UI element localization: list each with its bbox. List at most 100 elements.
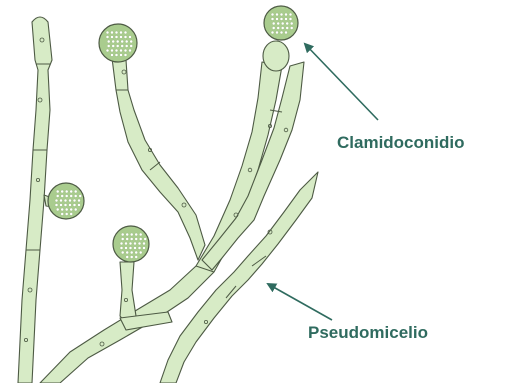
granule bbox=[286, 27, 289, 30]
granule bbox=[271, 18, 274, 21]
granule bbox=[290, 22, 293, 25]
granule bbox=[124, 36, 127, 39]
granule bbox=[65, 208, 68, 211]
granule bbox=[65, 195, 68, 198]
granule bbox=[139, 233, 142, 236]
granule bbox=[121, 45, 124, 48]
granule bbox=[64, 204, 67, 207]
granule bbox=[73, 199, 76, 202]
granule bbox=[134, 247, 137, 250]
granule bbox=[285, 31, 288, 34]
granule bbox=[107, 45, 110, 48]
granule bbox=[112, 45, 115, 48]
granule bbox=[277, 22, 280, 25]
granule bbox=[112, 40, 115, 43]
granule bbox=[115, 54, 118, 57]
granule bbox=[106, 31, 109, 34]
granule bbox=[289, 13, 292, 16]
granule bbox=[271, 13, 274, 16]
granule bbox=[124, 54, 127, 57]
granule bbox=[126, 238, 129, 241]
granule bbox=[130, 256, 133, 259]
granule bbox=[61, 208, 64, 211]
granule bbox=[60, 199, 63, 202]
granule bbox=[125, 247, 128, 250]
label-chlamydoconidium: Clamidoconidio bbox=[337, 133, 465, 153]
arrow-pseudomycelium bbox=[268, 284, 332, 320]
granule bbox=[143, 242, 146, 245]
granule bbox=[78, 204, 81, 207]
granule bbox=[78, 199, 81, 202]
granule bbox=[135, 238, 138, 241]
granule bbox=[60, 204, 63, 207]
granule bbox=[121, 233, 124, 236]
granule bbox=[281, 22, 284, 25]
granule bbox=[65, 190, 68, 193]
granule bbox=[135, 251, 138, 254]
granule bbox=[74, 208, 77, 211]
granule bbox=[56, 190, 59, 193]
granule bbox=[139, 238, 142, 241]
granule bbox=[126, 251, 129, 254]
granule bbox=[126, 233, 129, 236]
granule bbox=[120, 36, 123, 39]
granule bbox=[130, 40, 133, 43]
granule bbox=[56, 195, 59, 198]
granule bbox=[129, 242, 132, 245]
granule bbox=[276, 13, 279, 16]
granule bbox=[121, 238, 124, 241]
granule bbox=[144, 238, 147, 241]
granule bbox=[126, 256, 129, 259]
granule bbox=[138, 242, 141, 245]
granule bbox=[56, 208, 59, 211]
granule bbox=[139, 251, 142, 254]
granule bbox=[272, 22, 275, 25]
granule bbox=[280, 31, 283, 34]
granule bbox=[289, 18, 292, 21]
granule bbox=[74, 190, 77, 193]
granule bbox=[285, 18, 288, 21]
granule bbox=[107, 40, 110, 43]
granule bbox=[271, 31, 274, 34]
granule bbox=[111, 49, 114, 52]
granule bbox=[61, 213, 64, 216]
granule bbox=[125, 40, 128, 43]
granule bbox=[111, 54, 114, 57]
granule bbox=[135, 233, 138, 236]
granule bbox=[129, 36, 132, 39]
granule bbox=[277, 27, 280, 30]
granule bbox=[280, 13, 283, 16]
granule bbox=[143, 247, 146, 250]
arrow-chlamydoconidium bbox=[305, 44, 378, 120]
granule bbox=[281, 27, 284, 30]
granule bbox=[135, 256, 138, 259]
granule bbox=[134, 242, 137, 245]
granule bbox=[70, 190, 73, 193]
granule bbox=[55, 204, 58, 207]
granule bbox=[129, 247, 132, 250]
granule bbox=[61, 195, 64, 198]
granule bbox=[120, 242, 123, 245]
granule bbox=[65, 213, 68, 216]
spore-bud bbox=[263, 41, 289, 71]
granule bbox=[129, 49, 132, 52]
granule bbox=[286, 22, 289, 25]
granule bbox=[120, 54, 123, 57]
granule bbox=[130, 233, 133, 236]
granule bbox=[120, 31, 123, 34]
granule bbox=[111, 31, 114, 34]
label-pseudomycelium: Pseudomicelio bbox=[308, 323, 428, 343]
granule bbox=[285, 13, 288, 16]
granule bbox=[124, 31, 127, 34]
granule bbox=[106, 49, 109, 52]
granule bbox=[130, 45, 133, 48]
granule bbox=[73, 204, 76, 207]
granule bbox=[280, 18, 283, 21]
granule bbox=[272, 27, 275, 30]
granule bbox=[70, 195, 73, 198]
granule bbox=[290, 27, 293, 30]
granule bbox=[79, 195, 82, 198]
granule bbox=[74, 195, 77, 198]
